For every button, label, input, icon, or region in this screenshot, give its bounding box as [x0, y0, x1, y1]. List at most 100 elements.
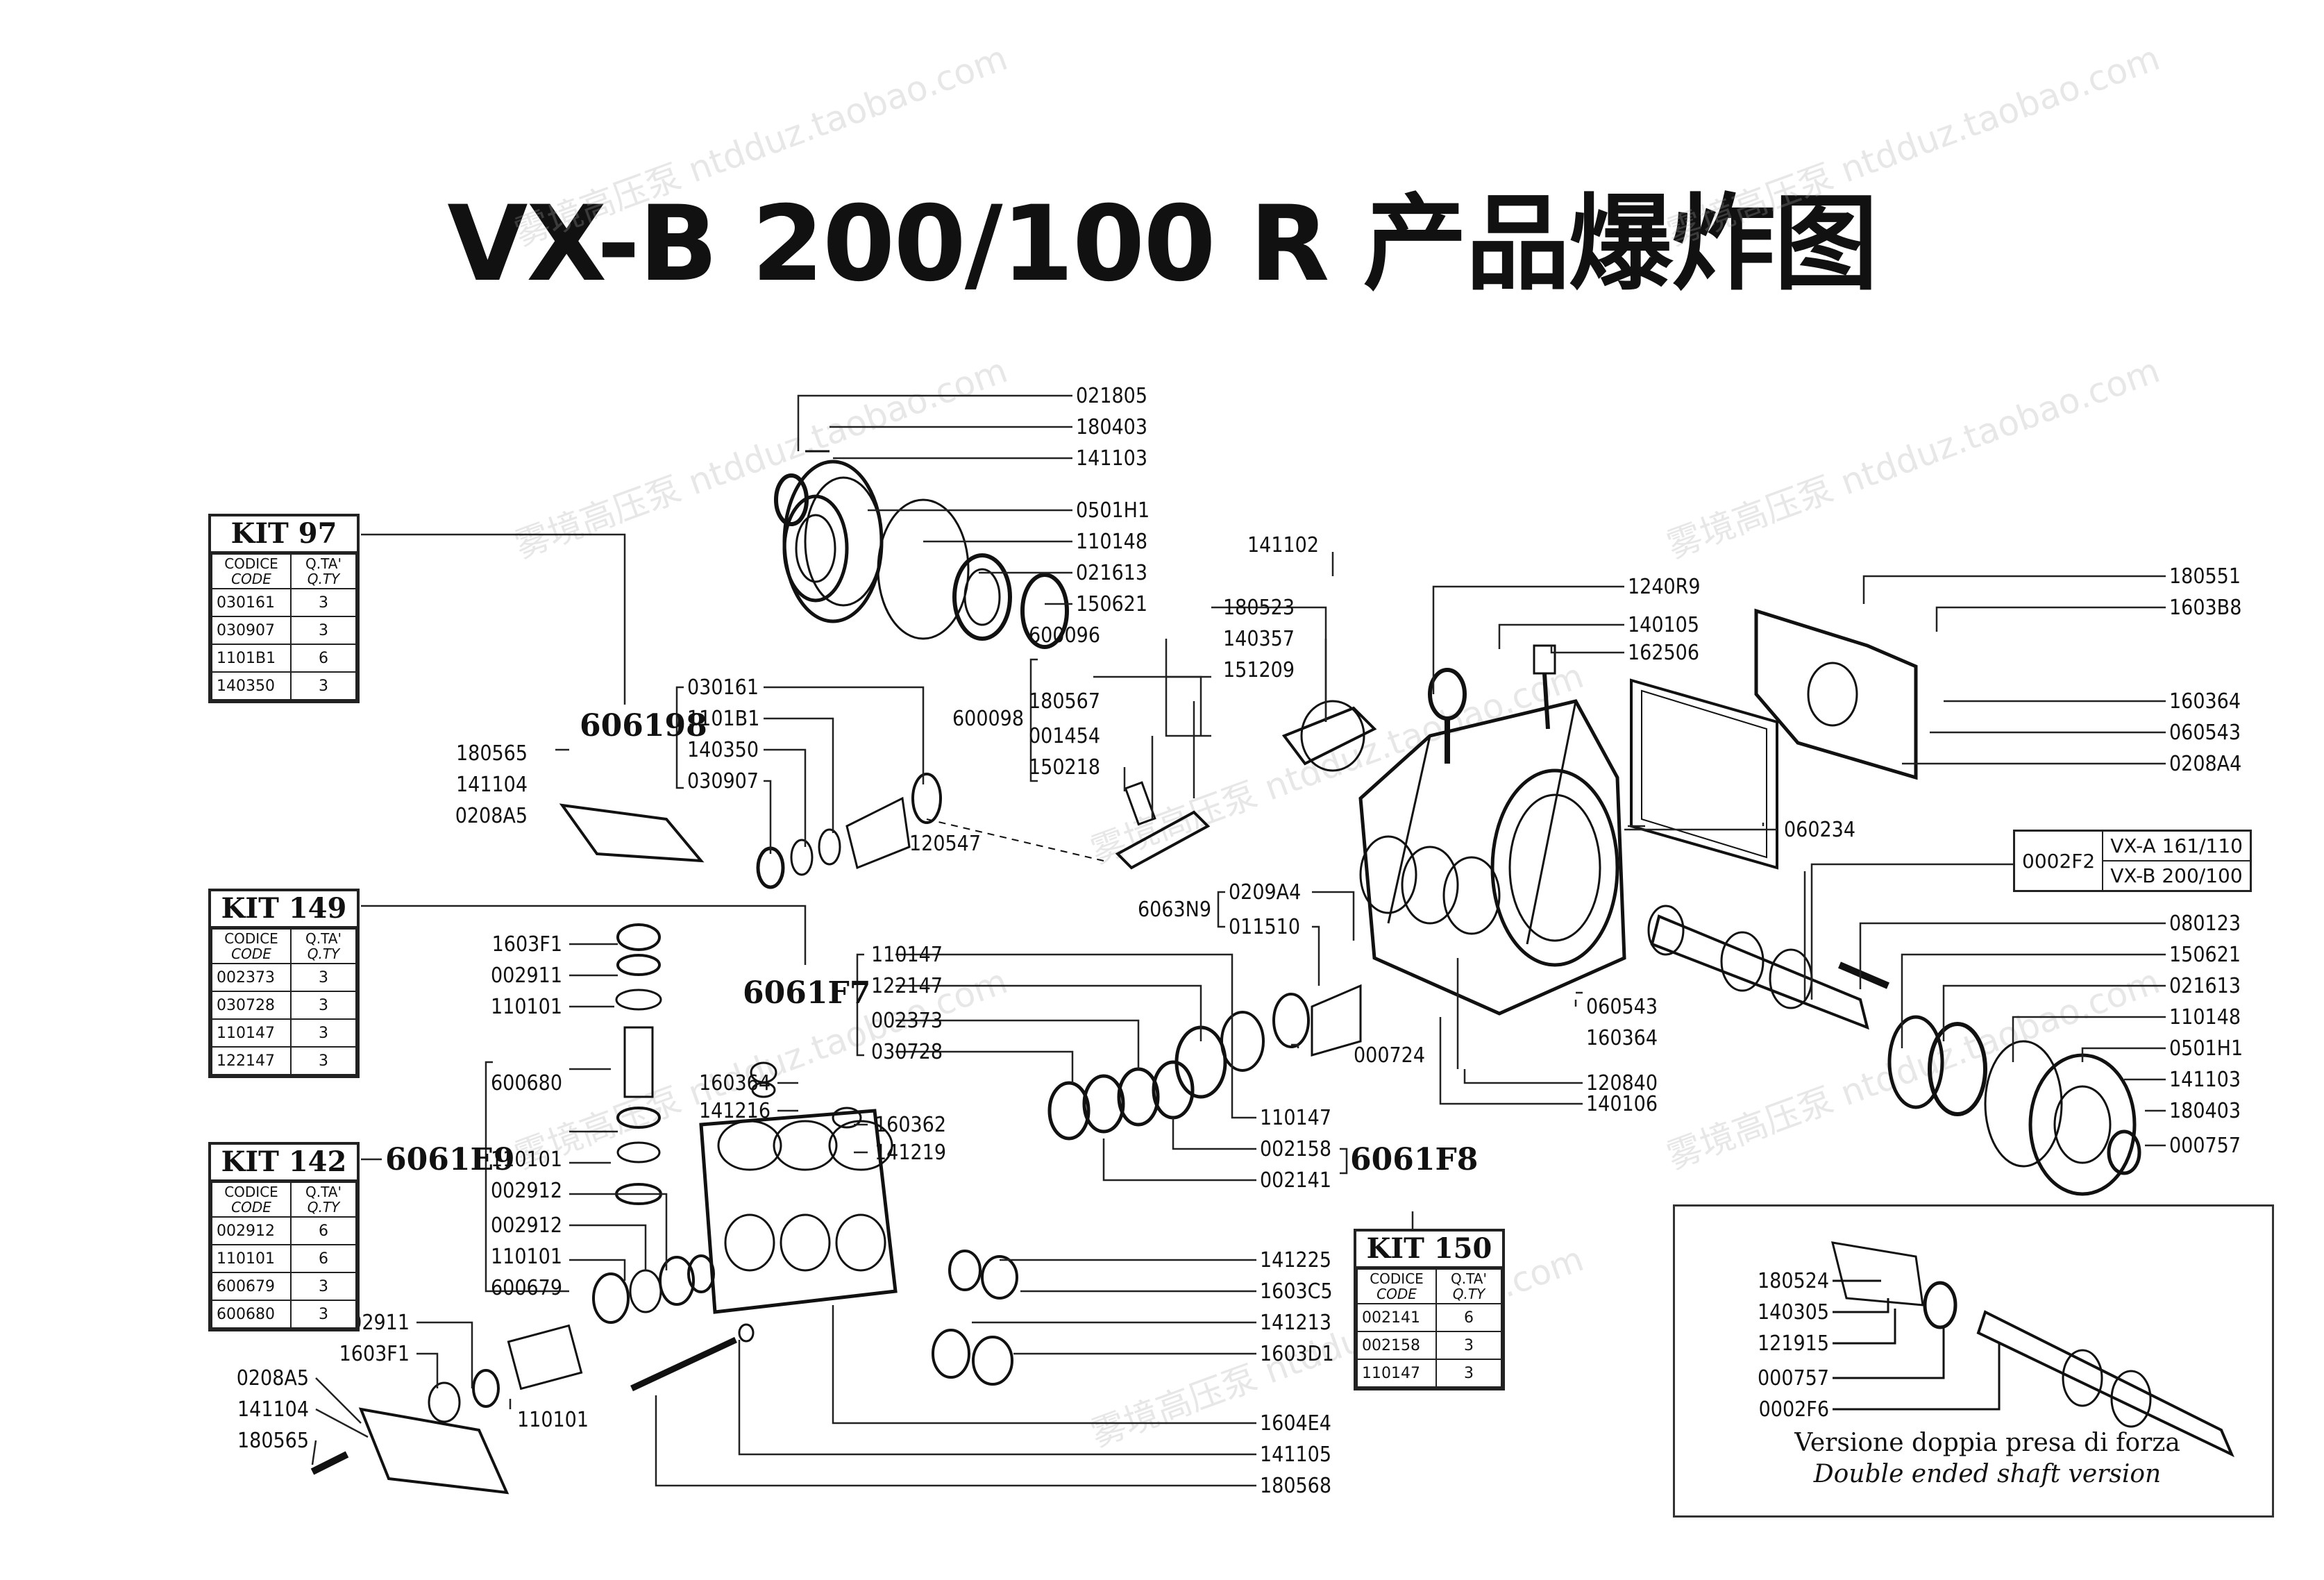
part-label: 120547 — [909, 832, 981, 856]
part-label: 060543 — [1586, 995, 1658, 1019]
part-label: 160364 — [2169, 689, 2241, 714]
part-label: 060543 — [2169, 721, 2241, 745]
col-code: CODICE — [224, 930, 278, 947]
part-label: 002158 — [1260, 1137, 1331, 1161]
part-label: 021613 — [1076, 561, 1147, 585]
part-label: 141105 — [1260, 1443, 1331, 1467]
double-shaft-inset: Versione doppia presa di forza Double en… — [1673, 1204, 2274, 1518]
part-label: 110148 — [2169, 1005, 2241, 1029]
part-label: 180551 — [2169, 564, 2241, 589]
inset-caption-en: Double ended shaft version — [1813, 1460, 2162, 1488]
part-label: 110101 — [491, 1148, 562, 1172]
col-code: CODICE — [1370, 1270, 1424, 1287]
part-label: 000757 — [2169, 1134, 2241, 1158]
part-label: 001454 — [1029, 724, 1100, 748]
part-label: 0208A4 — [2169, 752, 2241, 776]
part-label: 030728 — [871, 1040, 943, 1064]
part-label: 0208A5 — [455, 804, 528, 828]
variant-a: VX-A 161/110 — [2102, 830, 2252, 862]
group-6061F8: 6061F8 — [1350, 1142, 1478, 1177]
part-label: 002373 — [871, 1009, 943, 1033]
col-qty-en: Q.TY — [1452, 1286, 1485, 1302]
part-label: 030161 — [687, 675, 759, 700]
inset-part-label: 0002F6 — [1759, 1397, 1829, 1422]
inset-part-label: 000757 — [1758, 1366, 1829, 1390]
col-qty: Q.TA' — [1451, 1270, 1487, 1287]
part-label: 0501H1 — [2169, 1036, 2243, 1061]
kit-title: KIT 149 — [211, 891, 357, 928]
part-label: 002912 — [491, 1179, 562, 1203]
part-label: 030907 — [687, 769, 759, 793]
col-qty-en: Q.TY — [307, 946, 340, 962]
col-qty-en: Q.TY — [307, 1199, 340, 1216]
part-label: 6063N9 — [1138, 898, 1211, 922]
inset-part-label: 121915 — [1758, 1331, 1829, 1356]
part-label: 141219 — [875, 1141, 946, 1165]
col-code-en: CODE — [1376, 1286, 1417, 1302]
group-6061F7: 6061F7 — [743, 975, 870, 1011]
part-label: 160364 — [699, 1071, 771, 1095]
part-label: 180403 — [2169, 1099, 2241, 1123]
part-label: 002912 — [491, 1213, 562, 1238]
part-label: 600096 — [1029, 623, 1100, 648]
part-label: 120840 — [1586, 1071, 1658, 1095]
kit-title: KIT 142 — [211, 1145, 357, 1182]
inset-part-label: 180524 — [1758, 1269, 1829, 1293]
inset-part-label: 140305 — [1758, 1300, 1829, 1325]
col-code: CODICE — [224, 1184, 278, 1200]
part-label: 110101 — [517, 1408, 589, 1432]
part-label: 141213 — [1260, 1311, 1331, 1335]
part-label: 141102 — [1247, 533, 1319, 557]
col-code: CODICE — [224, 555, 278, 572]
part-label: 1603F1 — [492, 932, 562, 957]
group-6061E9: 6061E9 — [385, 1142, 515, 1177]
part-label: 600679 — [491, 1276, 562, 1300]
part-label: 021613 — [2169, 974, 2241, 998]
part-label: 011510 — [1229, 915, 1300, 939]
part-label: 122147 — [871, 974, 943, 998]
col-qty-en: Q.TY — [307, 571, 340, 587]
col-qty: Q.TA' — [305, 555, 342, 572]
part-label: 180403 — [1076, 415, 1147, 439]
variant-code: 0002F2 — [2013, 830, 2104, 892]
part-label: 140106 — [1586, 1092, 1658, 1116]
part-label: 110101 — [491, 1245, 562, 1269]
kit-title: KIT 97 — [211, 516, 357, 553]
part-label: 140350 — [687, 738, 759, 762]
col-code-en: CODE — [231, 571, 271, 587]
col-code-en: CODE — [231, 1199, 271, 1216]
part-label: 150218 — [1029, 755, 1100, 780]
part-label: 141104 — [237, 1397, 309, 1422]
col-qty: Q.TA' — [305, 930, 342, 947]
part-label: 021805 — [1076, 384, 1147, 408]
part-label: 160364 — [1586, 1026, 1658, 1050]
part-label: 110147 — [1260, 1106, 1331, 1130]
part-label: 140105 — [1628, 613, 1699, 637]
col-code-en: CODE — [231, 946, 271, 962]
part-label: 1604E4 — [1260, 1411, 1331, 1436]
col-qty: Q.TA' — [305, 1184, 342, 1200]
part-label: 110148 — [1076, 530, 1147, 554]
part-label: 160362 — [875, 1113, 946, 1137]
inset-caption-it: Versione doppia presa di forza — [1794, 1429, 2180, 1457]
part-label: 0501H1 — [1076, 498, 1150, 523]
part-label: 180568 — [1260, 1474, 1331, 1498]
part-label: 140357 — [1223, 627, 1295, 651]
part-label: 150621 — [2169, 943, 2241, 967]
kit-title: KIT 150 — [1356, 1232, 1502, 1268]
